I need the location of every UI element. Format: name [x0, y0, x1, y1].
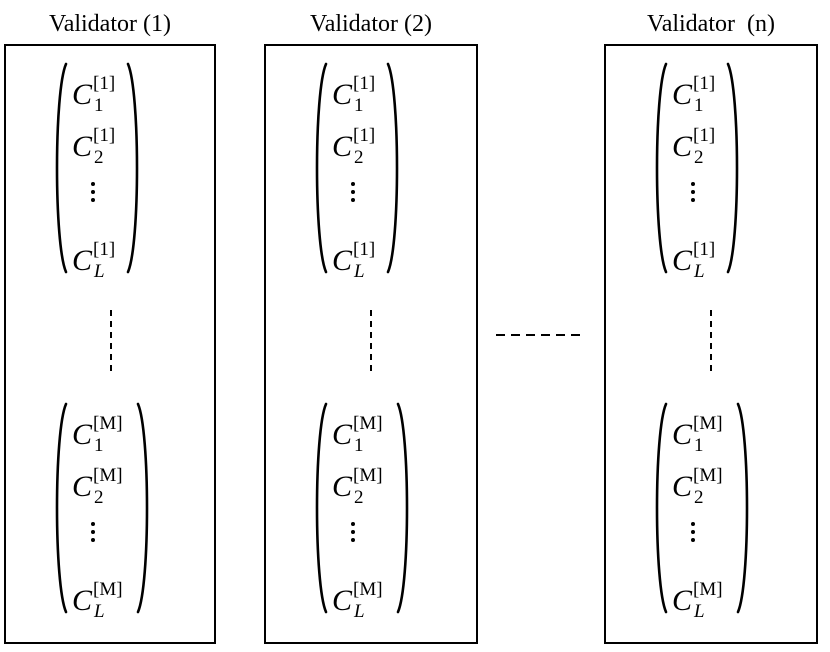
horizontal-dashed-ellipsis — [496, 334, 584, 336]
vertical-dashed-ellipsis — [710, 310, 712, 374]
vertical-ellipsis — [688, 182, 698, 206]
right-parenthesis — [126, 62, 139, 274]
left-parenthesis — [55, 62, 68, 274]
validator-title-n: Validator (n) — [647, 11, 775, 37]
left-parenthesis — [655, 402, 668, 614]
vertical-dashed-ellipsis — [110, 310, 112, 374]
right-parenthesis — [736, 402, 749, 614]
vertical-dashed-ellipsis — [370, 310, 372, 374]
right-parenthesis — [726, 62, 739, 274]
validator-title-2: Validator (2) — [310, 11, 432, 37]
left-parenthesis — [655, 62, 668, 274]
vertical-ellipsis — [688, 522, 698, 546]
vertical-ellipsis — [348, 182, 358, 206]
right-parenthesis — [396, 402, 409, 614]
vertical-ellipsis — [88, 522, 98, 546]
vertical-ellipsis — [88, 182, 98, 206]
vertical-ellipsis — [348, 522, 358, 546]
left-parenthesis — [315, 402, 328, 614]
left-parenthesis — [315, 62, 328, 274]
right-parenthesis — [386, 62, 399, 274]
left-parenthesis — [55, 402, 68, 614]
right-parenthesis — [136, 402, 149, 614]
validator-title-1: Validator (1) — [49, 11, 171, 37]
